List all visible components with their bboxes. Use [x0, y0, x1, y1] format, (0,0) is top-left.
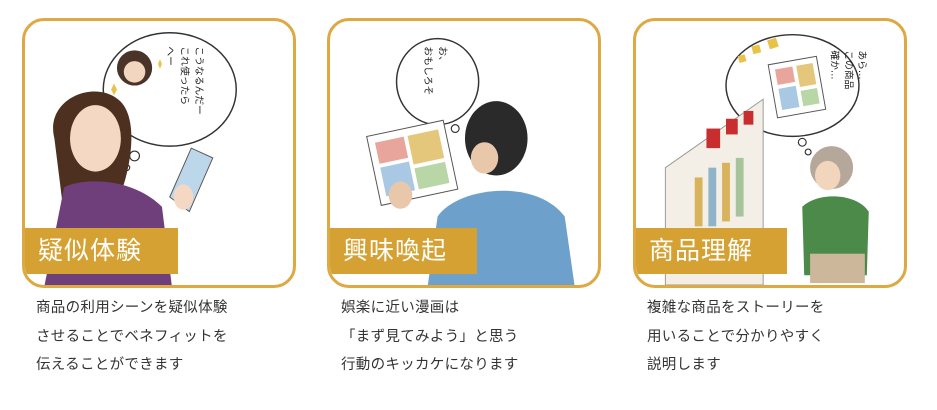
bubble-line-3: こうなるんだー	[193, 46, 205, 114]
description-line: 「まず見てみよう」と思う	[341, 328, 519, 345]
label-product-understanding: 商品理解	[636, 228, 787, 274]
label-interest-arousal: 興味喚起	[330, 228, 477, 274]
bubble-line-2: この商品	[842, 50, 855, 89]
bubble-line-1: あら…	[856, 50, 868, 79]
label-pseudo-experience: 疑似体験	[25, 228, 178, 274]
description-line: 商品の利用シーンを疑似体験	[36, 300, 228, 316]
description-pseudo-experience: 商品の利用シーンを疑似体験 させることでベネフィットを 伝えることができます	[36, 294, 326, 380]
card-product-understanding: あら… この商品 確か… 商品理解	[633, 18, 907, 288]
bubble-line-2: これ使ったら	[178, 46, 191, 105]
bubble-line-1: お、	[437, 46, 449, 66]
description-line: 行動のキッカケになります	[341, 357, 519, 373]
bubble-line-3: 確か…	[829, 50, 842, 79]
card-interest-arousal: お、 おもしろそ 興味喚起	[327, 18, 601, 288]
description-line: 伝えることができます	[36, 357, 184, 373]
description-line: 娯楽に近い漫画は	[341, 300, 460, 316]
description-product-understanding: 複雑な商品をストーリーを 用いることで分かりやすく 説明します	[647, 294, 937, 380]
card-pseudo-experience: へー これ使ったら こうなるんだー 疑似体験	[22, 18, 296, 288]
description-line: させることでベネフィットを	[36, 328, 228, 345]
illustration-man-reading-flyer: お、 おもしろそ	[366, 37, 575, 285]
bubble-line-2: おもしろそ	[422, 46, 434, 95]
bubble-line-1: へー	[164, 46, 175, 66]
description-line: 複雑な商品をストーリーを	[647, 300, 825, 316]
description-line: 用いることで分かりやすく	[647, 328, 825, 345]
description-interest-arousal: 娯楽に近い漫画は 「まず見てみよう」と思う 行動のキッカケになります	[341, 294, 631, 380]
description-line: 説明します	[647, 357, 721, 373]
